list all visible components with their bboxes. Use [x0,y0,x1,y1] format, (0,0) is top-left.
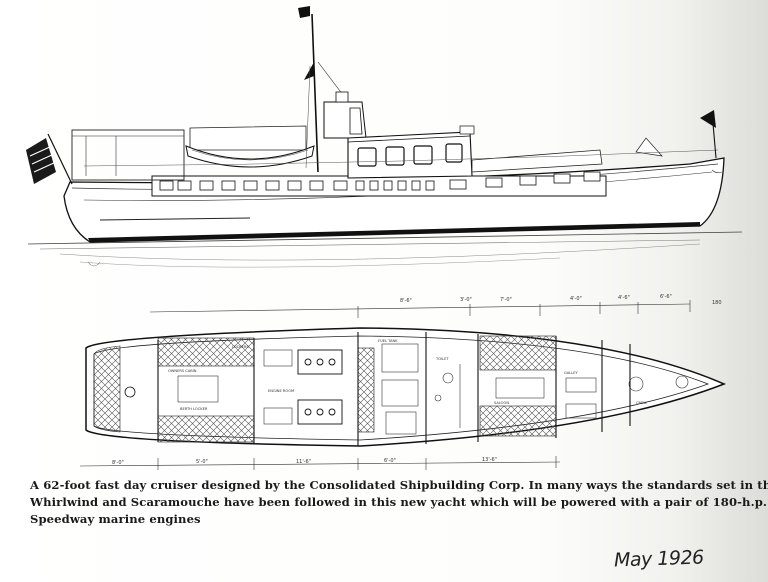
dim-bottom-2: 5'-0" [196,459,208,465]
caption-line-3: Speedway marine engines [30,512,201,526]
label-crew: CREW [636,401,647,405]
dim-bottom-3: 11'-6" [296,459,311,465]
label-lockers: LOCKERS [232,345,249,349]
dim-bottom-5: 13'-6" [482,457,497,463]
mast [311,13,319,173]
label-fuel-tank: FUEL TANK [378,339,398,343]
profile-portholes [159,171,601,191]
stern-flag [26,138,56,184]
plan-view: 8'-6" 3'-0" 7'-0" 4'-0" 4'-6" 6'-6" 180 [79,294,726,470]
svg-text:180: 180 [712,300,722,306]
dim-top-1: 8'-6" [400,298,412,304]
handwritten-date: May 1926 [613,546,705,572]
dim-top-6: 6'-6" [660,294,672,300]
bow-flag [700,110,716,128]
label-engine-room: ENGINE ROOM [268,389,294,393]
label-berth-locker: BERTH LOCKER [180,407,208,411]
dim-top-2: 3'-0" [460,297,472,303]
yacht-drawing: 8'-6" 3'-0" 7'-0" 4'-0" 4'-6" 6'-6" 180 [26,6,743,470]
dim-top-4: 4'-0" [570,296,582,302]
label-owners-cabin: OWNERS CABIN [168,369,197,373]
dim-top-5: 4'-6" [618,295,630,301]
figure-caption: A 62-foot fast day cruiser designed by t… [30,477,768,528]
dim-bottom-1: 8'-0" [112,460,124,466]
label-toilet: TOILET [435,357,449,361]
dim-top-3: 7'-0" [500,297,512,303]
caption-line-2: Whirlwind and Scaramouche have been foll… [30,495,768,509]
label-saloon: SALOON [494,401,509,405]
dim-bottom-4: 6'-0" [384,458,396,464]
label-galley: GALLEY [564,371,579,375]
engines [297,349,343,425]
profile-elevation [26,6,743,268]
dinghy [185,145,315,168]
caption-line-1: A 62-foot fast day cruiser designed by t… [30,478,768,492]
